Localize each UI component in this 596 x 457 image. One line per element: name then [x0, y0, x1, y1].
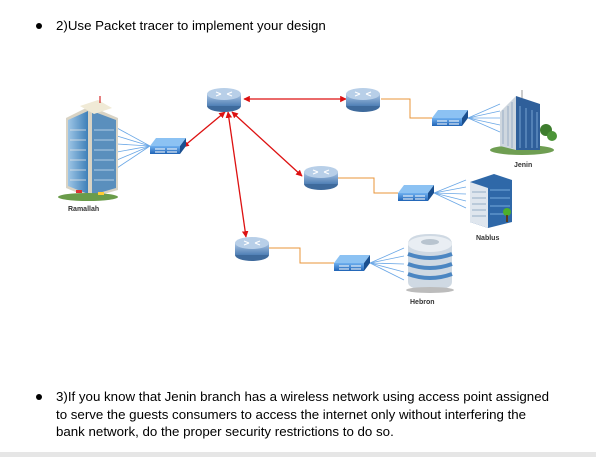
- switch-nablus-icon: [398, 185, 434, 201]
- bottom-divider: [0, 452, 596, 457]
- bullet-dot: [36, 23, 42, 29]
- site-label-jenin: Jenin: [514, 162, 532, 169]
- switch-hebron-icon: [334, 255, 370, 271]
- router-jenin-icon: [346, 88, 380, 112]
- site-label-ramallah: Ramallah: [68, 206, 99, 213]
- switch-ramallah-icon: [150, 138, 186, 154]
- bullet-item-2: 3)If you know that Jenin branch has a wi…: [36, 388, 556, 441]
- ethernet-link-jenin: [381, 98, 432, 119]
- wan-link-nablus: [231, 111, 303, 177]
- router-hebron-icon: [235, 237, 269, 261]
- lan-links: [116, 103, 501, 281]
- wan-link-hebron: [225, 111, 249, 238]
- bullet-text-1: 2)Use Packet tracer to implement your de…: [56, 18, 326, 33]
- router-nablus-icon: [304, 166, 338, 190]
- site-label-hebron: Hebron: [410, 299, 435, 306]
- bullet-item-1: 2)Use Packet tracer to implement your de…: [36, 17, 326, 35]
- ethernet-link-hebron: [269, 247, 334, 264]
- building-nablus-icon: [470, 174, 512, 228]
- building-jenin-icon: [490, 90, 557, 155]
- ethernet-links: [269, 98, 432, 264]
- wan-link-ramallah: [182, 111, 226, 148]
- wan-links: [182, 95, 347, 238]
- bullet-text-2: 3)If you know that Jenin branch has a wi…: [56, 389, 549, 439]
- bullet-dot: [36, 394, 42, 400]
- site-label-nablus: Nablus: [476, 235, 499, 242]
- building-hebron-icon: [406, 234, 454, 293]
- ethernet-link-nablus: [338, 177, 398, 194]
- router-core-icon: [207, 88, 241, 112]
- switch-jenin-icon: [432, 110, 468, 126]
- building-ramallah-icon: [58, 96, 118, 201]
